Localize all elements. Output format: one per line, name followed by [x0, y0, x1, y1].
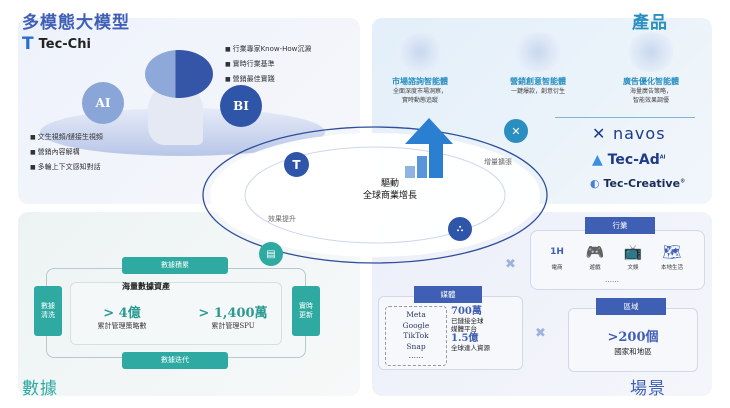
industry-ellipsis: ……	[605, 276, 619, 284]
multiply-icon-2: ✖	[535, 326, 546, 341]
data-accumulate-label: 數據積累	[122, 257, 228, 274]
data-assets-box	[70, 282, 282, 345]
stat-spu: > 1,400萬 累計管理SPU	[198, 306, 268, 330]
tec-creative-icon: ◐	[590, 177, 604, 190]
agent-market: 市場諮詢智能體全面深度市場洞察，實時動態追蹤	[375, 32, 465, 105]
brand-tec-ad: ▲ Tec-AdAI	[592, 152, 666, 168]
region-box	[568, 308, 698, 372]
map-icon: 🗺	[662, 243, 682, 261]
brain-icon	[145, 50, 213, 98]
region-title: 區域	[596, 298, 666, 315]
tv-icon: 📺	[623, 243, 643, 261]
media-title: 媒體	[414, 286, 482, 303]
data-node-icon: ▤	[259, 242, 283, 266]
ai-bubble: AI	[82, 82, 124, 124]
section-title-scene: 場景	[630, 379, 666, 399]
industry-title: 行業	[585, 217, 655, 234]
growth-bars-icon	[405, 144, 443, 178]
media-box	[378, 296, 523, 370]
section-title-product: 產品	[632, 13, 668, 33]
media-stats: 700萬 已鏈接全球媒體平台 1.5億 全球達人資源	[451, 306, 490, 352]
scene-node-icon: ⛬	[448, 217, 472, 241]
industry-box	[530, 230, 705, 290]
agent-creative: 營銷創意智能體一鍵爆款，創意衍生	[493, 32, 583, 96]
label-expand: 增量擴張	[484, 158, 512, 166]
region-label: 國家和地區	[614, 347, 652, 356]
tec-chi-icon: T	[22, 34, 34, 54]
data-clean-label: 數據清洗	[34, 286, 62, 336]
bi-points: 行業專家Know-How沉澱 實時行業基準 營銷最佳實踐	[225, 42, 311, 87]
tec-chi-node-icon: T	[284, 152, 309, 177]
label-improve: 效果提升	[268, 215, 296, 223]
ai-points: 文生視頻/鏈接生視頻 營銷內容解構 多輪上下文感知對話	[30, 130, 103, 175]
ads-illustration	[626, 32, 676, 72]
tec-ad-icon: ▲	[592, 152, 608, 168]
data-assets-heading: 海量數據資產	[122, 282, 170, 291]
brand-tec-creative: ◐ Tec-Creative®	[590, 177, 686, 190]
market-illustration	[395, 32, 445, 72]
ring-outline	[202, 126, 548, 264]
industry-local: 🗺本地生活	[650, 243, 694, 271]
multiply-icon-1: ✖	[505, 257, 516, 272]
gamepad-icon: 🎮	[585, 243, 605, 261]
navos-node-icon: ✕	[504, 119, 528, 143]
data-iterate-label: 數據迭代	[122, 352, 228, 369]
industry-gaming: 🎮遊戲	[573, 243, 617, 271]
navos-icon: ✕	[592, 124, 613, 143]
section-title-data: 數據	[22, 379, 58, 399]
stat-strategies: > 4億 累計管理策略數	[97, 306, 147, 330]
growth-arrow-icon	[405, 118, 453, 144]
region-value: >200個	[607, 330, 659, 345]
ring-inner	[244, 146, 506, 244]
product-divider	[555, 117, 695, 118]
center-title: 驅動全球商業增長	[362, 179, 417, 201]
brand-navos: ✕ navos	[592, 124, 666, 143]
data-update-label: 實時更新	[292, 286, 320, 336]
tec-chi-logo: T Tec-Chi	[22, 34, 91, 54]
creative-illustration	[513, 32, 563, 72]
section-title-model: 多模態大模型	[22, 13, 130, 33]
ecommerce-icon: 1H	[550, 247, 564, 257]
agent-ads: 廣告優化智能體海量廣告策略，智能效果調優	[606, 32, 696, 105]
bi-bubble: BI	[220, 85, 262, 127]
industry-entertainment: 📺文娛	[611, 243, 655, 271]
